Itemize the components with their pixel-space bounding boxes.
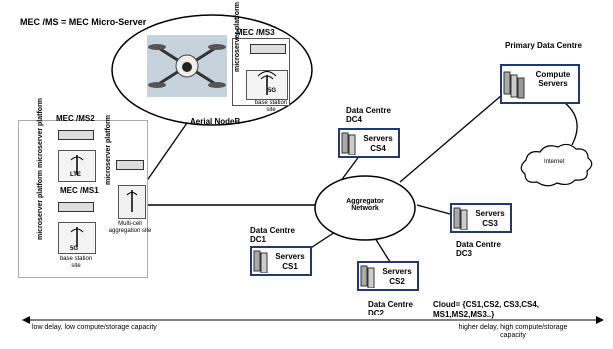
ms3-antenna-icon — [246, 70, 288, 100]
primary-dc-title: Primary Data Centre — [505, 41, 582, 50]
server-rack-icon — [360, 264, 376, 293]
primary-dc-box — [500, 64, 580, 104]
diagram-title: MEC /MS = MEC Micro-Server — [20, 17, 147, 27]
dc4-title: Data Centre DC4 — [346, 106, 391, 124]
ms3-microserver-icon — [250, 44, 286, 54]
server-rack-icon — [341, 131, 357, 160]
agg-platform-label: microserver platform — [105, 114, 112, 185]
dc3-title: Data Centre DC3 — [456, 240, 501, 258]
scale-left-label: low delay, low compute/storage capacity — [32, 324, 157, 331]
server-rack-icon — [503, 70, 525, 105]
internet-label: Internet — [544, 159, 565, 165]
aggregator-label: Aggregator Network — [346, 198, 384, 212]
agg-antenna-icon — [118, 185, 146, 219]
ms3-platform-label: microserver platform — [234, 1, 241, 72]
dc2-servers: Servers CS2 — [382, 267, 412, 286]
dc1-title: Data Centre DC1 — [250, 226, 295, 244]
dc1-servers: Servers CS1 — [275, 252, 305, 271]
ms2-platform-label: microserver platform — [37, 97, 44, 168]
primary-dc-servers: Compute Servers — [535, 70, 571, 88]
ms1-platform-label: microserver platform — [37, 169, 44, 240]
ms3-title: MEC /MS3 — [236, 28, 275, 37]
drone-image — [147, 35, 227, 97]
dc4-servers: Servers CS4 — [363, 134, 393, 153]
ms3-site-label: base station site — [254, 100, 288, 113]
ms1-antenna-icon — [58, 222, 96, 254]
ms2-title: MEC /MS2 — [56, 114, 95, 123]
ms2-microserver-icon — [58, 130, 94, 140]
dc3-servers: Servers CS3 — [475, 209, 505, 228]
agg-microserver-icon — [116, 160, 144, 170]
ms2-radio: LTE — [70, 172, 81, 178]
ms1-site-label: base station site — [59, 256, 93, 269]
ms1-title: MEC /MS1 — [60, 186, 99, 195]
server-rack-icon — [253, 249, 269, 278]
aerial-caption: Aerial NodeB — [190, 117, 241, 126]
ms3-radio: 5G — [268, 88, 277, 94]
dc2-title: Data Centre DC2 — [368, 300, 413, 315]
scale-right-label: higher delay, high compute/storage capac… — [458, 324, 568, 339]
cloud-definition: Cloud= {CS1,CS2, CS3,CS4, MS1,MS2,MS3..} — [433, 300, 540, 319]
server-rack-icon — [453, 206, 469, 235]
ms1-radio: 5G — [70, 246, 79, 252]
ms1-microserver-icon — [58, 202, 94, 212]
ms2-antenna-icon — [58, 150, 96, 182]
agg-site-label: Multi-cell aggregation site — [108, 221, 152, 234]
